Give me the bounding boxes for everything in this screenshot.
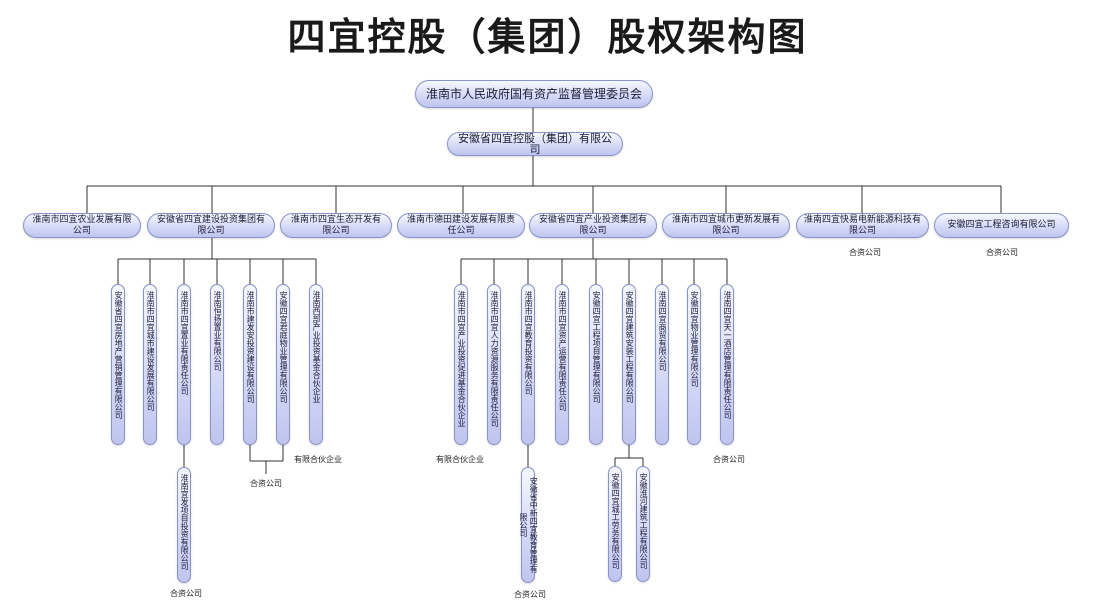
subsidiary-node: 淮南恒扬置业有限公司	[210, 284, 224, 445]
jv-note: 合资公司	[170, 589, 202, 598]
level1-node: 安徽省四宜产业投资集团有限公司	[529, 213, 657, 238]
subsidiary-node: 淮南市四宜资产运营有限责任公司	[555, 284, 569, 445]
subsidiary-node: 安徽四宜君庭物业管理有限公司	[276, 284, 290, 445]
jv-note: 合资公司	[713, 455, 745, 464]
lp-note: 有限合伙企业	[436, 455, 484, 464]
subsidiary-node: 淮南四宜商贸有限公司	[655, 284, 669, 445]
level1-node: 淮南市德田建设发展有限责任公司	[397, 213, 525, 238]
subsidiary-node: 淮南西部产业投资基金合伙企业	[309, 284, 323, 445]
jv-note: 合资公司	[514, 590, 546, 599]
subsidiary-node: 淮南市四宜城市建设发展有限公司	[143, 284, 157, 445]
level1-node: 淮南市四宜生态开发有限公司	[280, 213, 392, 238]
subsidiary-node: 安徽省中新四宜教育管理有限公司	[519, 467, 538, 583]
subsidiary-node: 淮南市四宜产业投资促进基金合伙企业	[454, 284, 468, 445]
subsidiary-node: 淮南市四宜置业有限责任公司	[177, 284, 191, 445]
level1-node: 淮南四宜快易电新能源科技有限公司	[796, 213, 929, 238]
level1-node: 淮南市四宜农业发展有限公司	[23, 213, 141, 238]
subsidiary-node: 淮南宜发项目投资有限公司	[177, 467, 191, 583]
lp-note: 有限合伙企业	[294, 455, 342, 464]
level1-node: 淮南市四宜城市更新发展有限公司	[662, 213, 790, 238]
jv-note: 合资公司	[250, 479, 282, 488]
level1-node: 安徽省四宜建设投资集团有限公司	[147, 213, 275, 238]
subsidiary-node: 安徽省四宜房地产营销管理有限公司	[111, 284, 125, 445]
level1-node: 安徽四宜工程咨询有限公司	[934, 213, 1069, 238]
subsidiary-node: 安徽四宜建筑安装工程有限公司	[622, 284, 636, 445]
subsidiary-node: 安徽淮河建筑工程有限公司	[636, 466, 650, 582]
subsidiary-node: 淮南四宜天一酒店管理有限责任公司	[720, 284, 734, 445]
group-node: 安徽省四宜控股（集团）有限公司	[447, 132, 623, 156]
subsidiary-node: 淮南市四宜教育投资有限公司	[521, 284, 535, 445]
subsidiary-node: 安徽四宜城工劳务有限公司	[608, 466, 622, 582]
subsidiary-node: 淮南市四宜人力资源服务有限责任公司	[487, 284, 501, 445]
subsidiary-node: 淮南市建发安投资建设有限公司	[243, 284, 257, 445]
jv-note: 合资公司	[849, 248, 881, 257]
jv-note: 合资公司	[986, 248, 1018, 257]
root-node: 淮南市人民政府国有资产监督管理委员会	[415, 80, 653, 108]
subsidiary-node: 安徽四宜工程项目管理有限公司	[589, 284, 603, 445]
page-title: 四宜控股（集团）股权架构图	[287, 15, 808, 59]
subsidiary-node: 安徽四宜物业管理有限公司	[687, 284, 701, 445]
